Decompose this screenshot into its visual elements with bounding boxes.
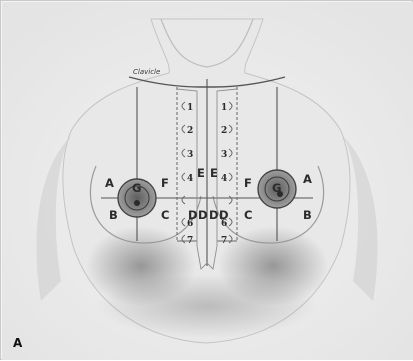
sternal-e-left-label: E xyxy=(197,166,205,180)
sternal-d-left-1-label: D xyxy=(188,208,198,222)
sternal-d-right-2-label: D xyxy=(219,208,229,222)
rib-number: 3 xyxy=(221,150,227,160)
left-quadrant-f-label: F xyxy=(161,176,169,190)
rib-number: 4 xyxy=(221,174,227,184)
right-quadrant-b-label: B xyxy=(303,208,312,222)
rib-number: 2 xyxy=(221,126,227,136)
right-quadrant-f-label: F xyxy=(244,176,252,190)
left-quadrant-b-label: B xyxy=(109,208,118,222)
sternal-d-right-1-label: D xyxy=(209,208,219,222)
rib-number: 1 xyxy=(221,103,227,113)
panel-label: A xyxy=(13,336,23,350)
rib-number: 1 xyxy=(187,103,193,113)
rib-number: 7 xyxy=(187,236,193,246)
rib-number: 4 xyxy=(187,174,193,184)
sternal-d-left-2-label: D xyxy=(198,208,208,222)
right-quadrant-c-label: C xyxy=(244,208,252,222)
right-quadrant-a-label: A xyxy=(303,172,312,186)
left-nipple-g-label: G xyxy=(132,181,141,195)
rib-number: 3 xyxy=(187,150,193,160)
left-quadrant-a-label: A xyxy=(105,176,114,190)
right-nipple-g-label: G xyxy=(272,181,281,195)
lower-torso-shadow xyxy=(97,274,317,338)
left-quadrant-c-label: C xyxy=(161,208,169,222)
rib-number: 7 xyxy=(221,236,227,246)
clavicle-label: Clavicle xyxy=(133,68,160,76)
sternal-e-right-label: E xyxy=(210,166,218,180)
rib-number: 2 xyxy=(187,126,193,136)
